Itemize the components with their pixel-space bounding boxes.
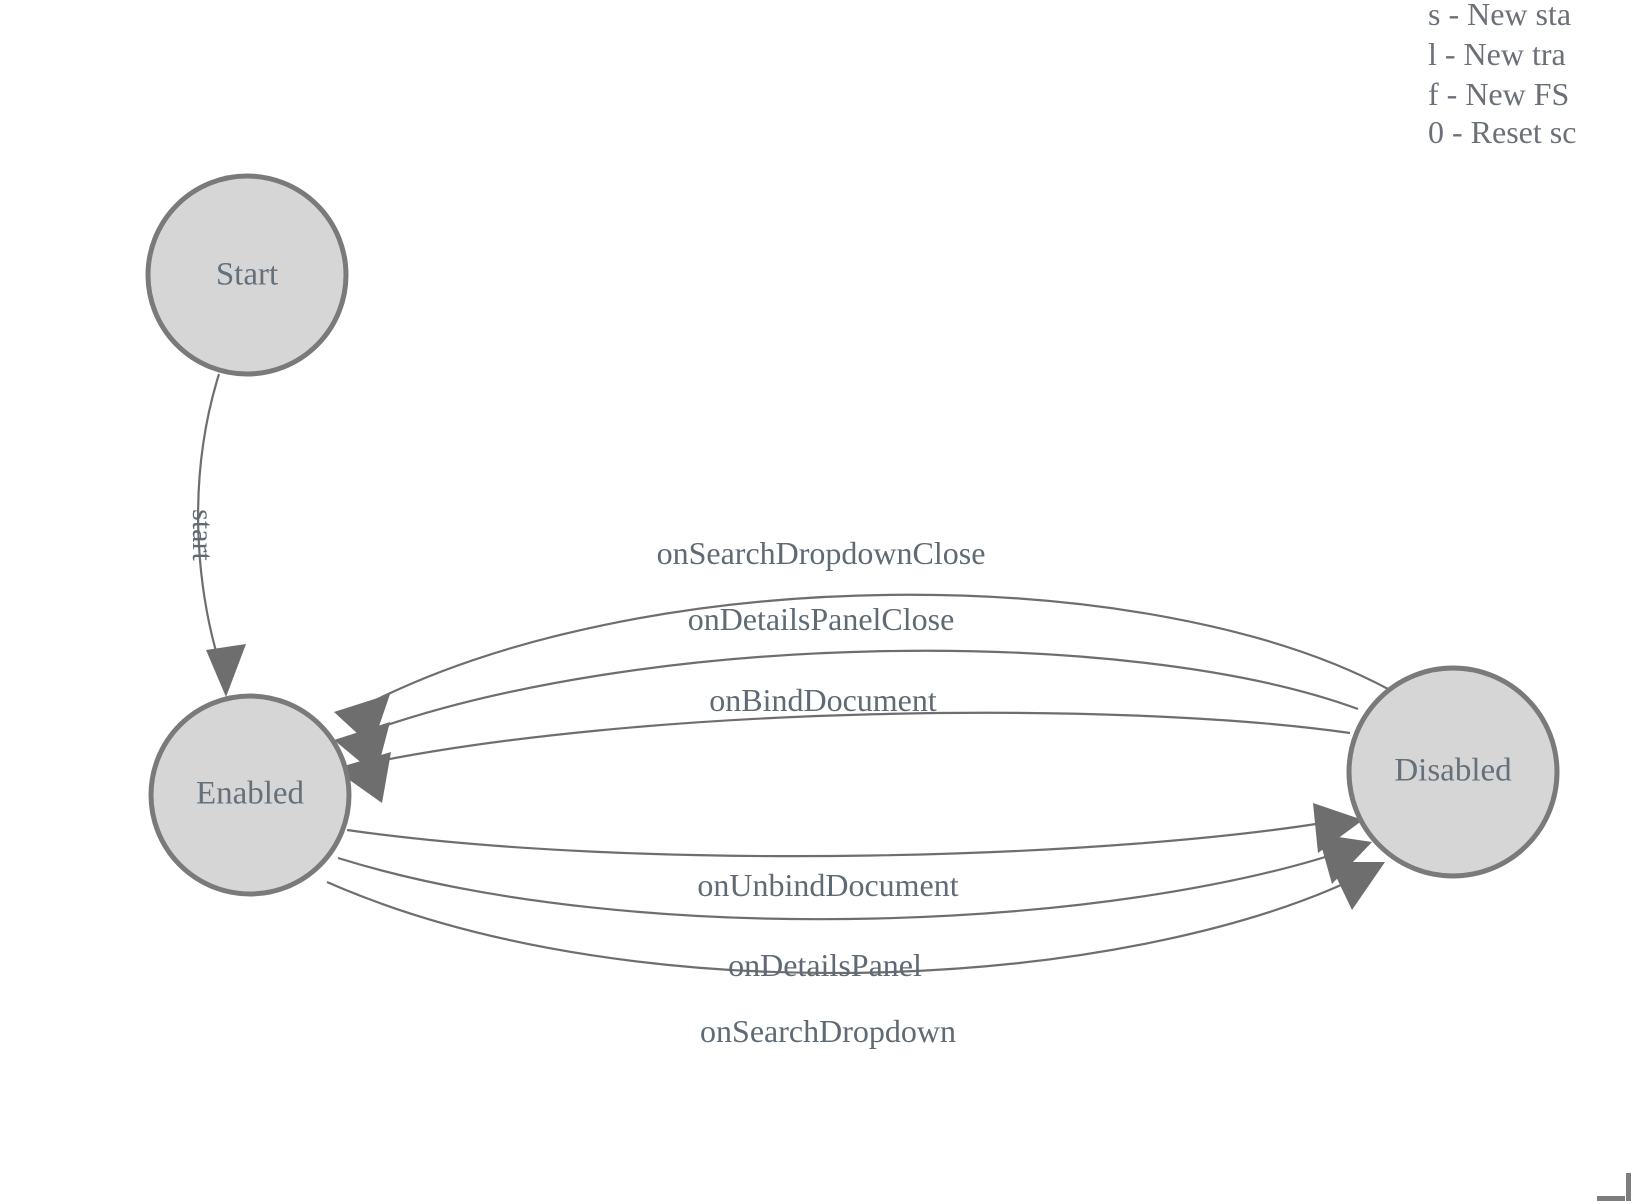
edge-arrowhead-onSearchDropdown <box>1329 862 1385 910</box>
transition-label-onUnbindDocument: onUnbindDocument <box>697 867 958 903</box>
transition-label-start: start <box>186 509 219 561</box>
transition-edge-onBindDocument[interactable] <box>334 711 1351 803</box>
edge-path-onUnbindDocument <box>346 816 1353 858</box>
edge-path-onSearchDropdown <box>326 865 1381 975</box>
transition-label-onBindDocument: onBindDocument <box>709 682 937 718</box>
edge-path-onDetailsPanel <box>337 842 1365 921</box>
help-line-new-state: s - New sta <box>1428 0 1571 32</box>
transition-edges <box>197 373 1391 975</box>
transition-label-onDetailsPanelClose: onDetailsPanelClose <box>688 601 955 637</box>
state-node-disabled[interactable]: Disabled <box>1346 665 1560 879</box>
edge-arrowhead-start <box>206 644 246 697</box>
state-node-start-circle <box>145 173 349 377</box>
help-overlay: s - New sta l - New tra f - New FS 0 - R… <box>1428 0 1576 150</box>
state-node-disabled-circle <box>1346 665 1560 879</box>
transition-labels: start onSearchDropdownClose onDetailsPan… <box>186 509 985 1049</box>
scrollbars[interactable] <box>1597 1173 1631 1201</box>
transition-edge-onSearchDropdown[interactable] <box>326 862 1385 975</box>
state-node-enabled-circle <box>148 693 352 897</box>
transition-edge-onDetailsPanel[interactable] <box>337 834 1372 921</box>
edge-path-onBindDocument <box>354 711 1351 768</box>
state-node-disabled-label: Disabled <box>1394 753 1512 789</box>
transition-label-onSearchDropdownClose: onSearchDropdownClose <box>657 535 986 571</box>
transition-label-onSearchDropdown: onSearchDropdown <box>700 1013 956 1049</box>
state-node-start[interactable]: Start <box>145 173 349 377</box>
transition-edge-start[interactable] <box>197 373 246 697</box>
help-line-new-fsm: f - New FS <box>1428 76 1569 112</box>
help-line-new-transition: l - New tra <box>1428 36 1566 72</box>
help-line-reset: 0 - Reset sc <box>1428 114 1576 150</box>
edge-path-onSearchDropdownClose <box>357 593 1391 710</box>
edge-path-onDetailsPanelClose <box>355 649 1359 738</box>
edge-arrowhead-onBindDocument <box>334 752 391 803</box>
state-nodes: Start Enabled Disabled <box>145 173 1560 897</box>
vertical-scrollbar-thumb[interactable] <box>1626 1173 1631 1201</box>
transition-label-onDetailsPanel: onDetailsPanel <box>728 947 922 983</box>
edge-arrowhead-onDetailsPanel <box>1318 834 1372 884</box>
transition-edge-onUnbindDocument[interactable] <box>346 803 1363 858</box>
edge-path-start <box>197 373 224 673</box>
state-node-enabled-label: Enabled <box>196 776 305 812</box>
horizontal-scrollbar-thumb[interactable] <box>1597 1196 1625 1201</box>
state-node-start-label: Start <box>216 257 278 293</box>
state-node-enabled[interactable]: Enabled <box>148 693 352 897</box>
